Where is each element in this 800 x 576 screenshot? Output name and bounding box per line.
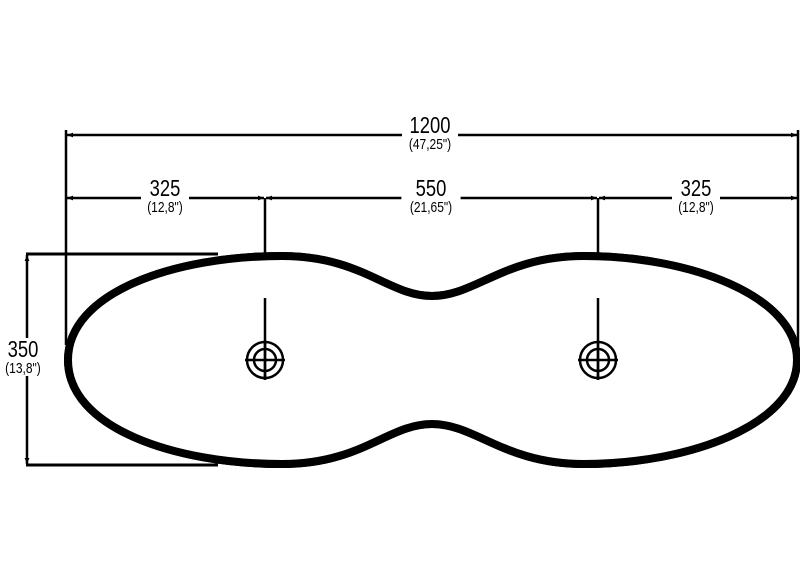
- width-mm: 350: [7, 336, 39, 362]
- overall-length-inches: (47,25"): [408, 136, 452, 153]
- center-spacing-inches: (21,65"): [409, 199, 453, 216]
- right-offset-mm: 325: [680, 175, 712, 201]
- right-offset-label: 325 (12,8"): [672, 177, 720, 215]
- left-offset-label: 325 (12,8"): [141, 177, 189, 215]
- overall-length-label: 1200 (47,25"): [402, 114, 458, 152]
- left-drain-icon: [245, 340, 285, 380]
- overall-length-mm: 1200: [409, 112, 451, 138]
- width-inches: (13,8"): [5, 360, 41, 377]
- left-offset-inches: (12,8"): [147, 199, 183, 216]
- basin-inner-gap: [68, 256, 797, 464]
- width-label: 350 (13,8"): [0, 336, 47, 377]
- center-spacing-mm: 550: [415, 175, 447, 201]
- center-spacing-label: 550 (21,65"): [401, 175, 461, 216]
- right-drain-icon: [578, 340, 618, 380]
- right-offset-inches: (12,8"): [678, 199, 714, 216]
- left-offset-mm: 325: [149, 175, 181, 201]
